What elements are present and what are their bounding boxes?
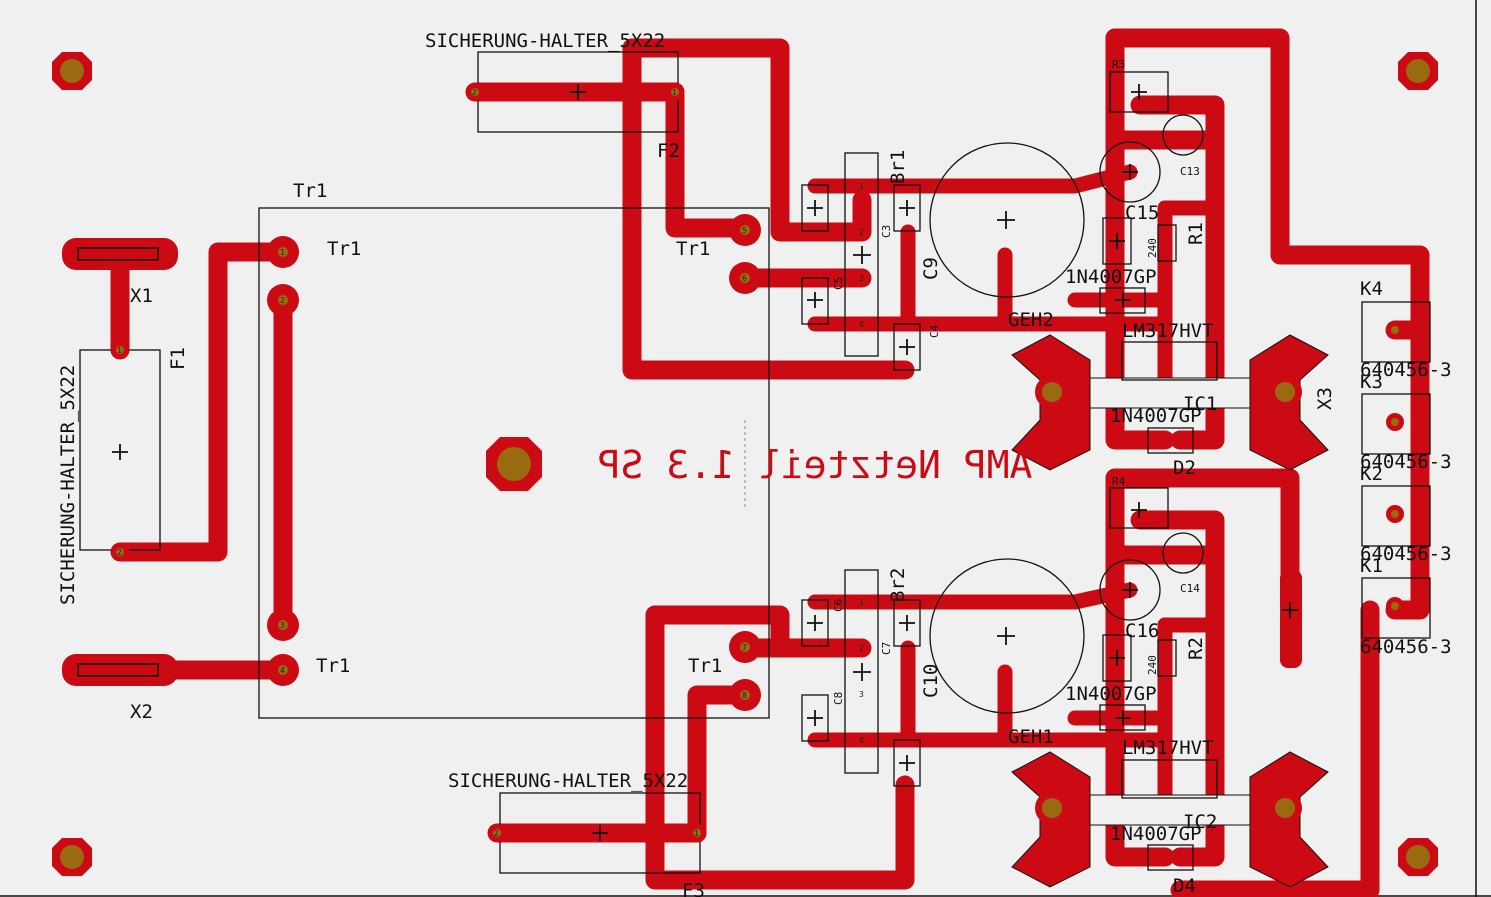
board-title: AMP Netzteil 1.3 SP	[598, 443, 1033, 487]
label-K2: K2	[1360, 463, 1383, 485]
label-D4-type: 1N4007GP	[1110, 823, 1202, 845]
label-R4: R4	[1112, 475, 1126, 488]
label-F2: F2	[657, 140, 680, 162]
label-IC1-type: LM317HVT	[1122, 320, 1214, 342]
label-C8: C8	[832, 692, 845, 705]
pin-number: 2	[859, 228, 864, 237]
label-C5: C5	[832, 277, 845, 290]
label-D1: 1N4007GP	[1065, 266, 1157, 288]
fuse-label-bottom: SICHERUNG-HALTER_5X22	[448, 770, 688, 792]
silkscreen-labels: AMP Netzteil 1.3 SP SICHERUNG-HALTER_5X2…	[57, 30, 1452, 897]
pin-number: 1	[859, 598, 864, 607]
label-Tr1-c: Tr1	[316, 655, 350, 677]
label-X3: X3	[1314, 387, 1336, 410]
pin-number: 3	[859, 690, 864, 699]
label-K4: K4	[1360, 278, 1383, 300]
label-Tr1-b: Tr1	[676, 238, 710, 260]
label-X2: X2	[130, 701, 153, 723]
label-IC2-type: LM317HVT	[1122, 737, 1214, 759]
label-D2-type: 1N4007GP	[1110, 405, 1202, 427]
label-Tr1-a: Tr1	[327, 238, 361, 260]
pin-number: 2	[859, 644, 864, 653]
label-C9: C9	[920, 257, 942, 280]
pin-number: 2	[472, 88, 477, 97]
pin-number: 1	[694, 829, 699, 838]
label-C3: C3	[880, 225, 893, 238]
label-Br2: Br2	[887, 568, 909, 602]
pin-number: 7	[742, 643, 747, 652]
pin-number: 2	[280, 296, 285, 305]
label-F3: F3	[682, 880, 705, 897]
mounting-hole-icon	[52, 52, 1438, 876]
label-IC1: IC1	[1183, 393, 1217, 415]
pin-number: 3	[280, 621, 285, 630]
label-Tr1-main: Tr1	[293, 180, 327, 202]
copper-pads	[52, 52, 1438, 876]
pin-number: 6	[742, 274, 747, 283]
label-C6: C6	[832, 599, 845, 612]
label-C14: C14	[1180, 582, 1200, 595]
label-D4: D4	[1173, 875, 1196, 897]
label-R2: R2	[1185, 637, 1207, 660]
pin-number: 2	[494, 829, 499, 838]
pin-number: 1	[672, 88, 677, 97]
pin-number: 4	[859, 320, 864, 329]
copper-pad-icon	[62, 238, 178, 270]
silkscreen-outlines	[79, 51, 1431, 874]
pin-number: 4	[280, 666, 285, 675]
label-K1: K1	[1360, 555, 1383, 577]
pin-number: 3	[859, 274, 864, 283]
label-Tr1-d: Tr1	[688, 655, 722, 677]
label-C7: C7	[880, 642, 893, 655]
label-C13-a: C13	[1180, 165, 1200, 178]
label-Br1: Br1	[887, 150, 909, 184]
label-D3: 1N4007GP	[1065, 683, 1157, 705]
label-K3-type: 640456-3	[1360, 451, 1452, 473]
label-K4-type: 640456-3	[1360, 359, 1452, 381]
label-R3: R3	[1112, 58, 1125, 71]
pin-number: 1	[117, 346, 122, 355]
label-GEH2: GEH2	[1008, 309, 1054, 331]
label-IC2: IC2	[1183, 811, 1217, 833]
fuse-label-left: SICHERUNG-HALTER_5X22	[57, 365, 79, 605]
label-GEH1: GEH1	[1008, 726, 1054, 748]
label-R2-value: 240	[1146, 655, 1159, 675]
pin-number: 8	[742, 691, 747, 700]
pin-number: 1	[280, 248, 285, 257]
pin-number: 5	[742, 226, 747, 235]
label-F1: F1	[167, 347, 189, 370]
label-X1: X1	[130, 285, 153, 307]
fuse-label-top: SICHERUNG-HALTER_5X22	[425, 30, 665, 52]
label-D2: D2	[1173, 457, 1196, 479]
origin-cross-icon	[112, 84, 1298, 841]
pin-number: 4	[859, 736, 864, 745]
label-C16: C16	[1125, 620, 1159, 642]
label-C10: C10	[920, 664, 942, 698]
label-K2-type: 640456-3	[1360, 543, 1452, 565]
label-C15: C15	[1125, 202, 1159, 224]
label-K1-type: 640456-3	[1360, 636, 1452, 658]
label-C4: C4	[928, 324, 941, 338]
pin-number: 1	[859, 182, 864, 191]
pin-number: 2	[117, 548, 122, 557]
label-R1-value: 240	[1146, 238, 1159, 258]
label-R1: R1	[1185, 222, 1207, 245]
label-K3: K3	[1360, 371, 1383, 393]
